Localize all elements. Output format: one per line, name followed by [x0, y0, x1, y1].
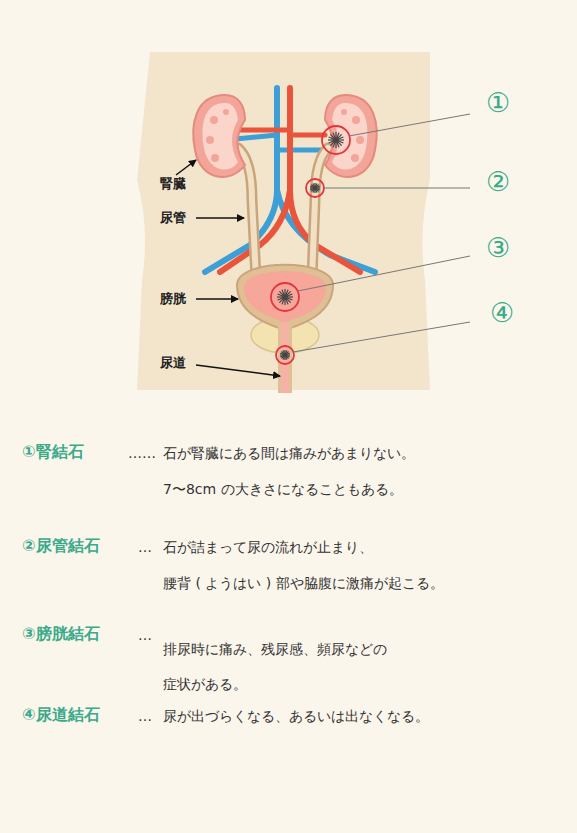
description: 排尿時に痛み、残尿感、頻尿などの	[163, 641, 387, 659]
callout-number: ③	[486, 231, 510, 265]
stone-heading: ②尿管結石	[22, 536, 100, 556]
description: 尿が出づらくなる、あるいは出なくなる。	[163, 708, 429, 726]
ellipsis: …	[138, 627, 152, 645]
ellipsis: ……	[128, 445, 156, 463]
description: 症状がある。	[163, 676, 247, 694]
organ-label: 膀胱	[160, 291, 186, 307]
ellipsis: …	[138, 708, 152, 726]
description: 石が詰まって尿の流れが止まり、	[163, 539, 373, 557]
description: 7〜8cm の大きさになることもある。	[163, 481, 403, 499]
description: 腰背 ( ようはい ) 部や脇腹に激痛が起こる。	[163, 575, 444, 593]
stone-heading: ①腎結石	[22, 442, 84, 462]
callout-number: ①	[486, 86, 510, 120]
description: 石が腎臓にある間は痛みがあまりない。	[163, 445, 415, 463]
organ-label: 尿管	[160, 210, 186, 226]
stone-heading: ③膀胱結石	[22, 624, 100, 644]
callout-number: ②	[486, 165, 510, 199]
organ-label: 腎臓	[160, 176, 186, 192]
stone-heading: ④尿道結石	[22, 705, 100, 725]
callout-number: ④	[490, 296, 514, 330]
organ-label: 尿道	[160, 355, 186, 371]
ellipsis: …	[138, 539, 152, 557]
